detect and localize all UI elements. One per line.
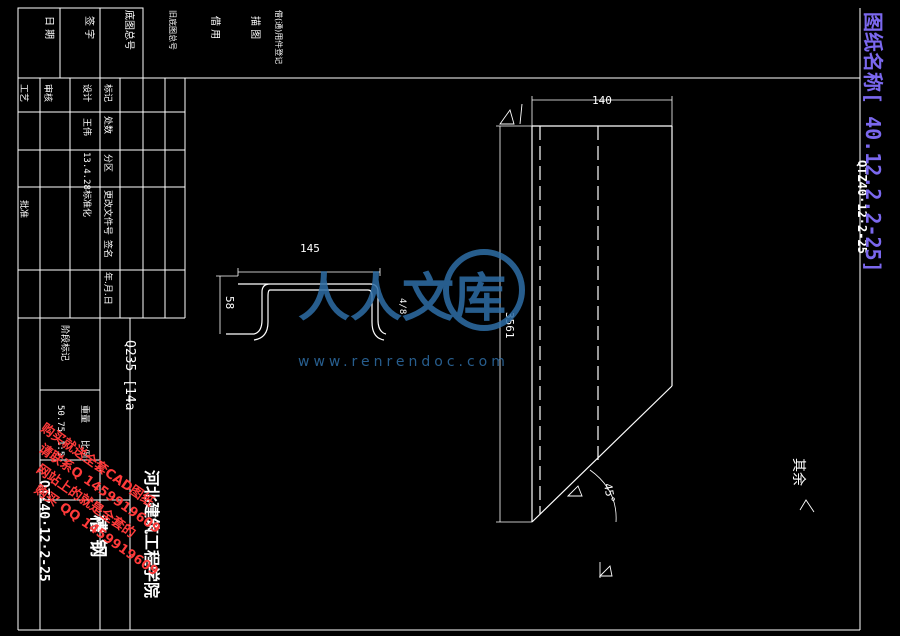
roughness-note: 其余 xyxy=(790,458,807,486)
tb-col-change: 更改文件号 xyxy=(102,190,114,235)
tb-col-count: 处数 xyxy=(102,116,114,134)
tb-stage: 阶段标记 xyxy=(59,325,71,361)
tb-date: 日 期 xyxy=(43,16,55,39)
title-block-top-row: 日 期 签 字 底图总号 旧底图总号 借 用 描 图 借(通)用件登记 xyxy=(43,10,284,64)
title-block-col-labels: 标记 处数 分区 更改文件号 签名 年.月.日 xyxy=(102,84,114,305)
tb-design-date: 13.4.28 xyxy=(81,152,91,190)
tb-weight-label: 重量 xyxy=(79,405,91,423)
tb-old-base-no: 旧底图总号 xyxy=(168,10,178,50)
dim-section-width: 145 xyxy=(300,242,320,255)
tb-reg: 借(通)用件登记 xyxy=(274,10,284,64)
tb-craft: 工艺 xyxy=(18,84,29,102)
tb-material: Q235 [14a xyxy=(122,340,137,410)
tb-sign: 签 字 xyxy=(83,16,96,39)
tb-scale-label: 比例 xyxy=(79,440,91,458)
title-block-left-row: 工艺 审核 批准 xyxy=(18,84,54,218)
dim-top-width: 140 xyxy=(592,94,612,107)
tb-trace: 描 图 xyxy=(249,16,262,39)
watermark-logo-icon xyxy=(443,249,525,331)
tb-col-mark: 标记 xyxy=(102,84,114,102)
title-block-design-row: 设计 王伟 13.4.28 标准化 xyxy=(81,84,93,217)
tb-weight-value: 50.75 xyxy=(55,405,65,432)
section-note: 4/8 xyxy=(397,298,407,314)
title-block-main: Q235 [14a 槽 钢 QTZ40·12·2-25 河北建筑工程学院 xyxy=(36,340,161,598)
tb-design: 设计 xyxy=(81,84,93,102)
tb-designer: 王伟 xyxy=(81,118,93,136)
sidebar-banner: 图纸名称[ 40.12.2.2-25] xyxy=(861,12,885,273)
tb-col-zone: 分区 xyxy=(102,154,113,172)
tb-scale-value: 1:5 xyxy=(55,440,65,456)
tb-col-date: 年.月.日 xyxy=(102,272,114,305)
side-drawing-no: QTZ40·12·2-25 xyxy=(855,160,869,254)
tb-company: 河北建筑工程学院 xyxy=(142,470,161,598)
elevation-view xyxy=(496,96,815,578)
dim-angle: 45° xyxy=(601,482,617,504)
drawing-border xyxy=(18,8,861,631)
tb-drawing-no: QTZ40·12·2-25 xyxy=(36,480,51,582)
dim-section-height: 58 xyxy=(223,296,236,309)
title-block-grid xyxy=(17,7,186,630)
tb-col-sign: 签名 xyxy=(102,240,114,258)
tb-base-no: 底图总号 xyxy=(123,10,136,50)
watermark: 人人文库 www.renrendoc.com xyxy=(298,249,525,370)
title-block-stage: 阶段标记 重量 比例 50.75 1:5 xyxy=(55,325,91,458)
watermark-url: www.renrendoc.com xyxy=(298,354,509,370)
tb-approve: 批准 xyxy=(18,200,30,218)
watermark-brand: 人人文库 xyxy=(298,269,506,329)
tb-standard: 标准化 xyxy=(81,190,93,217)
channel-section xyxy=(216,268,387,341)
tb-part-name: 槽 钢 xyxy=(87,515,109,557)
tb-review: 审核 xyxy=(42,84,54,102)
tb-borrow: 借 用 xyxy=(209,16,221,39)
